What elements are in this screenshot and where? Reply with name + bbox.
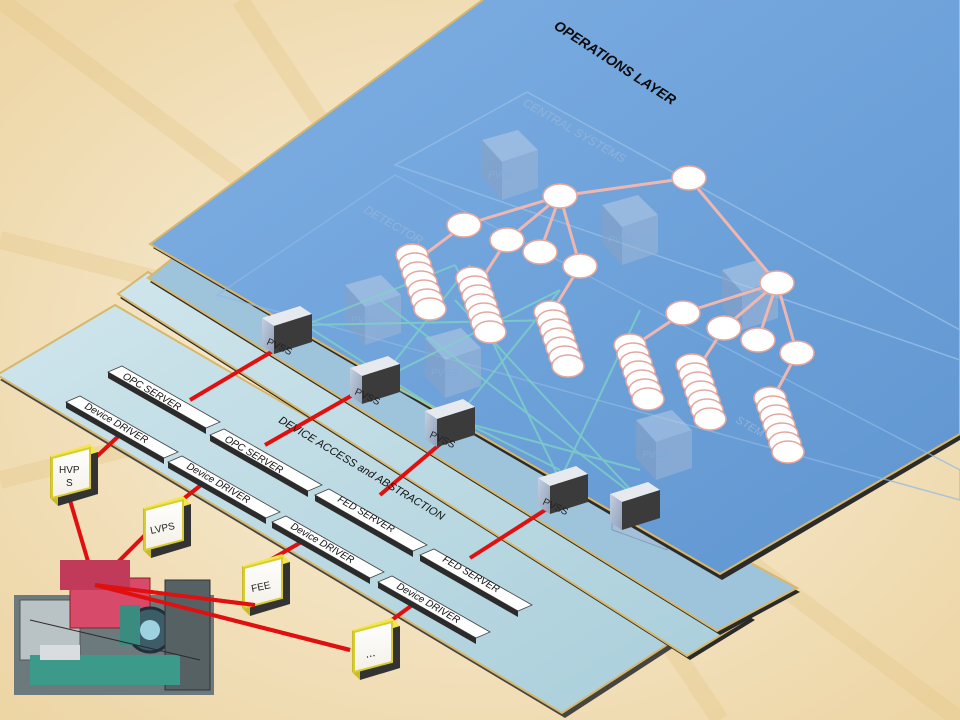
fsm-node (446, 212, 482, 238)
hvps-label-line1: HVP (59, 465, 80, 476)
hardware-box-other: ... (352, 618, 400, 680)
red-lines-overlay (94, 583, 351, 652)
fsm-leaf-stack (533, 300, 585, 378)
svg-text:PVSS: PVSS (431, 368, 458, 379)
fsm-tree-nodes (446, 165, 815, 366)
fsm-node (759, 270, 795, 296)
pvss-box-1: PVSS (262, 306, 312, 358)
fsm-node (562, 253, 598, 279)
fsm-leaf-stack (675, 353, 727, 431)
other-label: ... (364, 645, 377, 661)
fsm-leaf-stack (753, 386, 805, 464)
svg-text:PVSS: PVSS (351, 315, 378, 326)
fsm-node (489, 227, 525, 253)
pvss-box-3: PVSS (425, 399, 475, 451)
fsm-node-root (671, 165, 707, 191)
fsm-node (522, 239, 558, 265)
fsm-node (706, 315, 742, 341)
pvss-box-5 (610, 482, 660, 530)
lvps-label: LVPS (149, 521, 176, 537)
fsm-node (542, 183, 578, 209)
fsm-node (779, 340, 815, 366)
fee-label: FEE (250, 580, 272, 595)
svg-text:PVSS: PVSS (642, 450, 669, 461)
fsm-leaf-stack (455, 266, 507, 344)
operations-plane (148, 0, 960, 580)
hardware-box-fee: FEE (242, 554, 290, 616)
svg-text:PVSS: PVSS (488, 170, 515, 181)
fsm-node (740, 327, 776, 353)
fsm-leaf-stacks (395, 243, 805, 464)
hardware-box-lvps: LVPS (143, 496, 191, 558)
fsm-leaf-stack (395, 243, 447, 321)
fsm-leaf-stack (613, 333, 665, 411)
svg-text:PVSS: PVSS (608, 235, 635, 246)
hardware-box-hvps: HVP S (50, 444, 98, 506)
hvps-label-line2: S (66, 478, 73, 489)
pvss-box-4: PVSS (538, 466, 588, 518)
fsm-node (665, 300, 701, 326)
